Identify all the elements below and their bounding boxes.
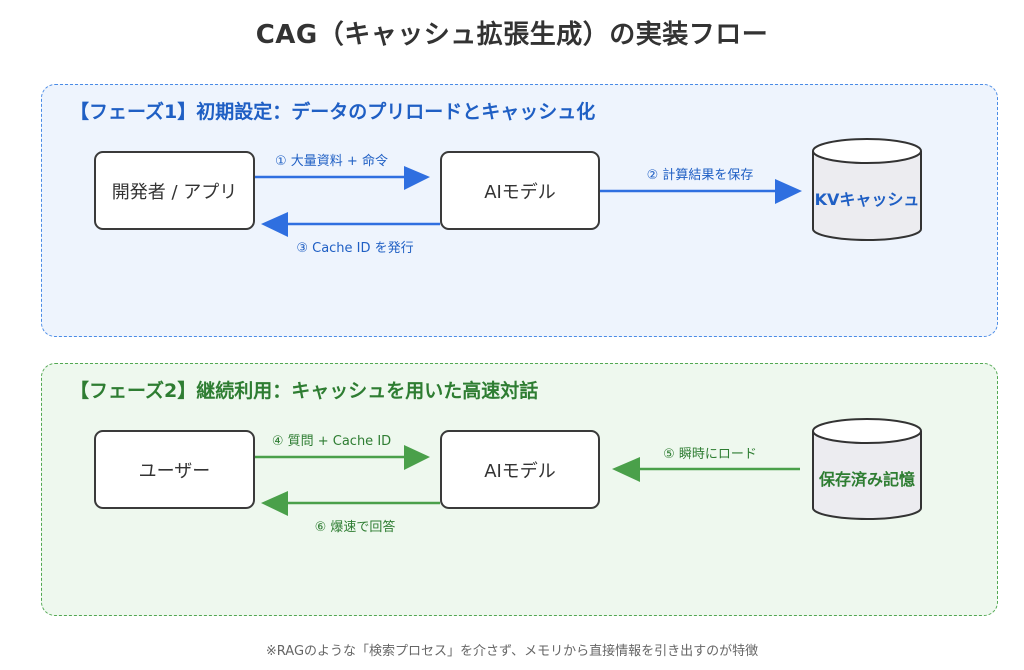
arrow-step3 <box>261 212 440 237</box>
stored-memory-cylinder-icon <box>812 418 922 520</box>
phase1-title: 【フェーズ1】初期設定：データのプリロードとキャッシュ化 <box>70 101 596 123</box>
arrow-step4 <box>255 445 430 470</box>
arrow-label-step2: ② 計算結果を保存 <box>646 168 754 183</box>
node-developer-app: 開発者 / アプリ <box>94 151 255 230</box>
diagram-title: CAG（キャッシュ拡張生成）の実装フロー <box>255 20 769 50</box>
arrow-step5 <box>612 457 800 482</box>
arrow-label-step6: ⑥ 爆速で回答 <box>314 520 396 535</box>
node-ai-model-phase2: AIモデル <box>440 430 600 509</box>
phase2-title: 【フェーズ2】継続利用：キャッシュを用いた高速対話 <box>70 380 539 402</box>
arrow-step6 <box>261 491 440 516</box>
footnote: ※RAGのような「検索プロセス」を介さず、メモリから直接情報を引き出すのが特徴 <box>265 644 759 659</box>
node-ai-model-phase1: AIモデル <box>440 151 600 230</box>
arrow-step1 <box>255 166 430 190</box>
arrowhead-icon <box>261 212 288 237</box>
kv-cache-cylinder-icon <box>812 138 922 241</box>
arrowhead-icon <box>612 457 640 482</box>
arrowhead-icon <box>261 491 288 516</box>
arrowhead-icon <box>404 166 430 190</box>
node-stored-memory: 保存済み記憶 <box>818 469 915 489</box>
node-user: ユーザー <box>94 430 255 509</box>
arrow-label-step3: ③ Cache ID を発行 <box>296 241 414 256</box>
arrowhead-icon <box>775 179 802 204</box>
arrow-label-step1: ① 大量資料 + 命令 <box>275 154 388 169</box>
node-kv-cache: KVキャッシュ <box>814 189 920 209</box>
arrow-step2 <box>600 179 802 204</box>
arrowhead-icon <box>404 445 430 470</box>
arrow-label-step4: ④ 質問 + Cache ID <box>271 434 392 449</box>
arrow-label-step5: ⑤ 瞬時にロード <box>663 447 757 462</box>
